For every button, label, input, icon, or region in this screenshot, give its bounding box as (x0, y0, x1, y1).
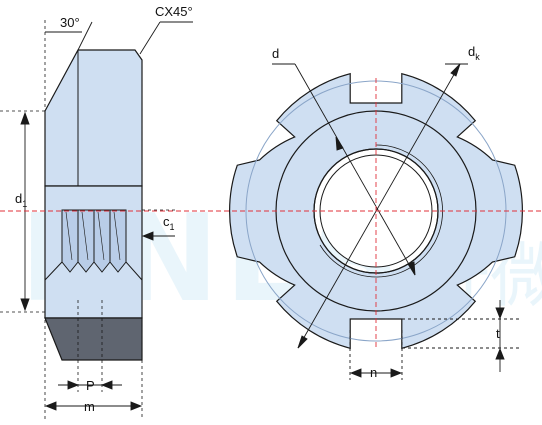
angle-annotation (45, 21, 93, 51)
t-dimension (402, 300, 520, 372)
chamfer-label: CX45° (155, 4, 193, 19)
d1-label: d1 (15, 191, 27, 209)
width-dimension (44, 401, 143, 411)
pitch-dimension (58, 380, 122, 390)
front-view: d dk t n (228, 44, 524, 380)
d-leader (272, 63, 416, 276)
width-label: m (84, 399, 95, 414)
angle-label: 30° (60, 15, 80, 30)
t-label: t (496, 326, 500, 341)
chamfer-leader (139, 21, 193, 55)
d-label: d (272, 46, 279, 61)
side-view-upper-body (44, 49, 143, 187)
c1-dimension (141, 231, 175, 241)
n-dimension (349, 330, 403, 380)
side-view-dark-base (44, 317, 143, 361)
n-label: n (370, 365, 377, 380)
side-view: 30° CX45° d1 c1 P (0, 4, 193, 420)
thread-teeth (44, 209, 143, 281)
d1-dimension (20, 111, 30, 312)
pitch-label: P (86, 378, 95, 393)
center-lines (0, 78, 542, 350)
dk-leader (297, 63, 468, 349)
dk-label: dk (468, 44, 480, 62)
c1-label: c1 (163, 214, 175, 232)
